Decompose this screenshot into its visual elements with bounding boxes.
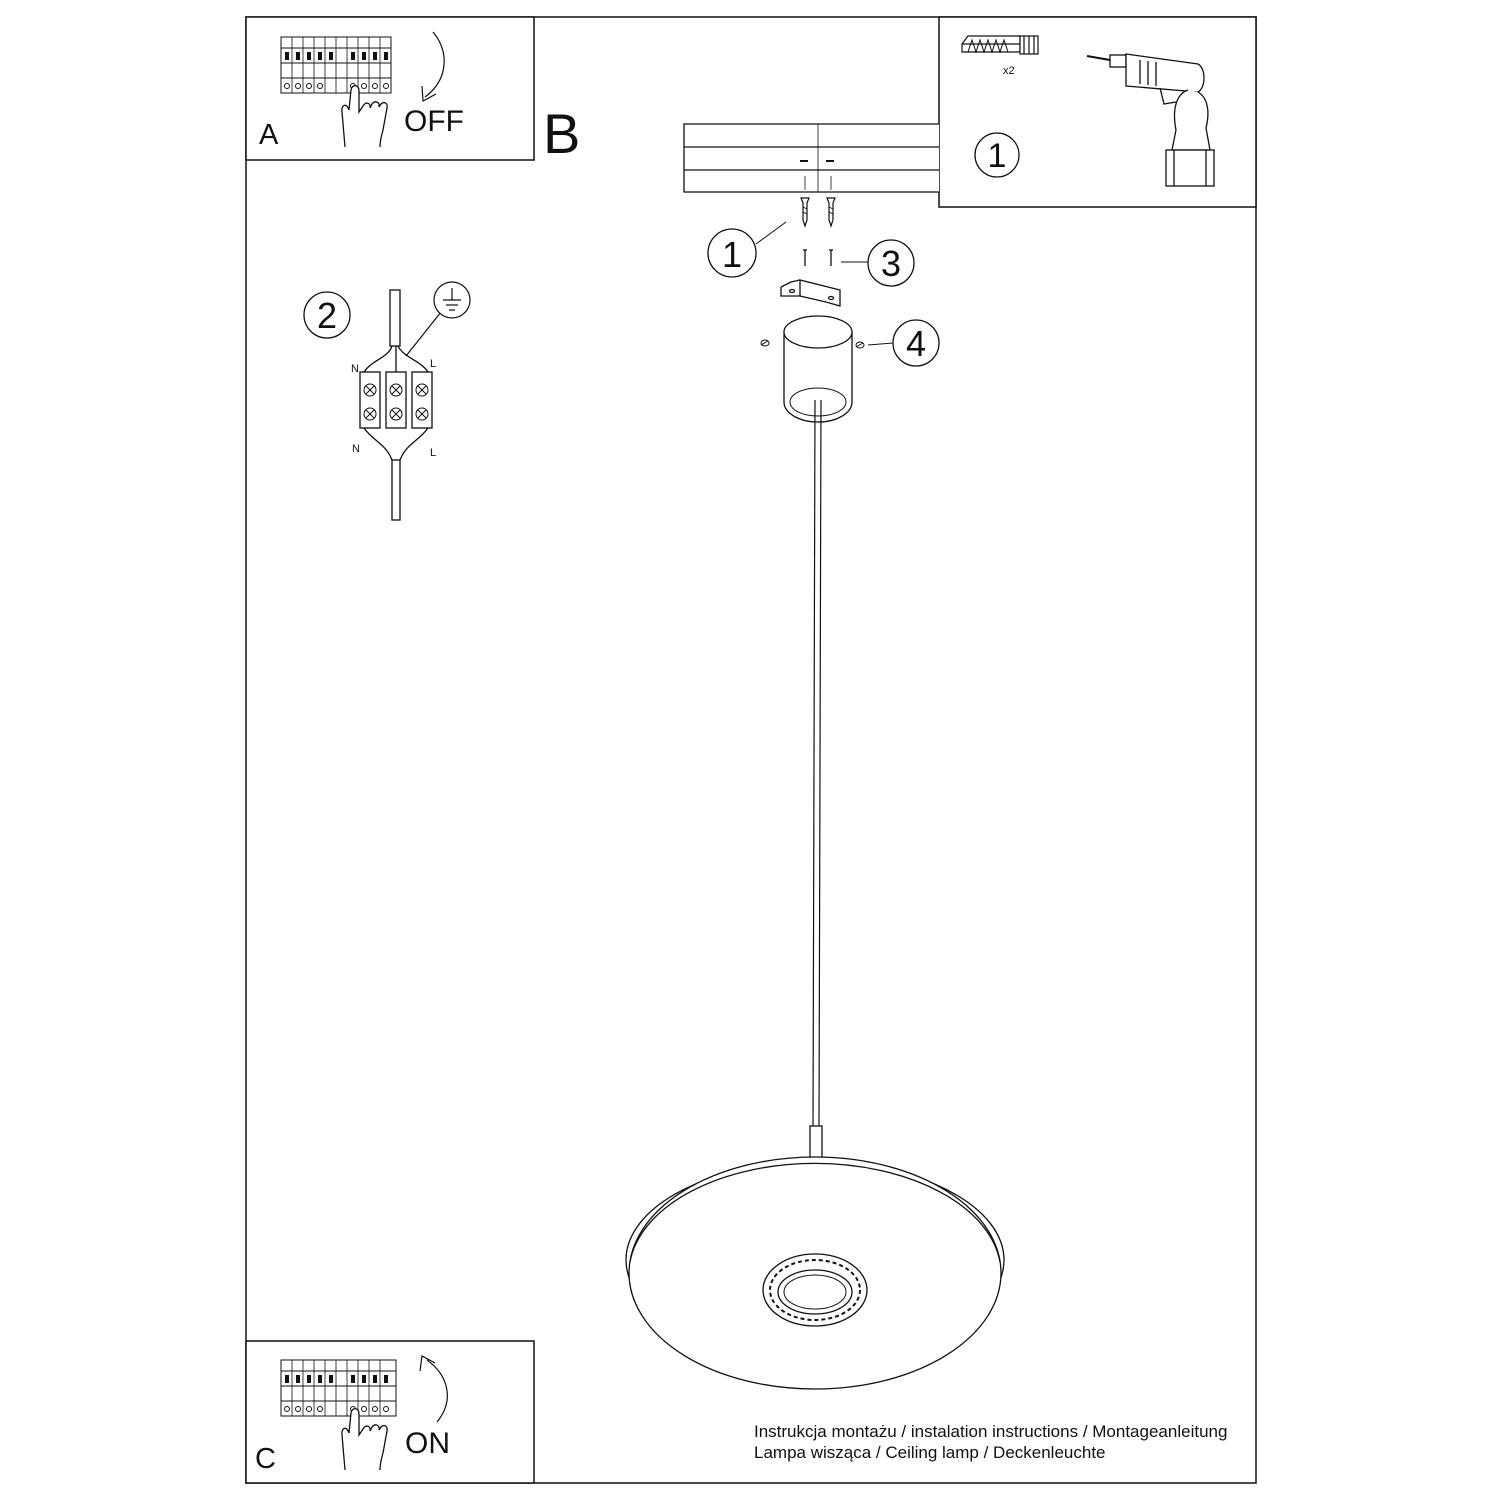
step-marker-side-screws: 4 bbox=[867, 319, 940, 367]
live-label-top: L bbox=[430, 358, 436, 370]
svg-text:3: 3 bbox=[881, 243, 901, 284]
live-label-bottom: L bbox=[430, 447, 436, 459]
mounting-bracket bbox=[780, 279, 841, 307]
ground-icon bbox=[405, 281, 471, 357]
caption-product: Lampa wisząca / Ceiling lamp / Deckenleu… bbox=[754, 1443, 1106, 1462]
lamp-shade bbox=[625, 1125, 1005, 1390]
neutral-label-top: N bbox=[351, 363, 359, 375]
side-screws bbox=[760, 339, 865, 349]
step-marker-drill: 1 bbox=[974, 132, 1020, 178]
off-label: OFF bbox=[404, 105, 464, 138]
breaker-panel-icon bbox=[280, 1359, 397, 1417]
step-marker-plugs: 3 bbox=[841, 239, 915, 287]
step-marker-wiring: 2 bbox=[303, 291, 351, 339]
caption-instructions: Instrukcja montażu / instalation instruc… bbox=[754, 1422, 1228, 1441]
wall-plug-icon bbox=[961, 35, 1039, 55]
svg-text:2: 2 bbox=[317, 295, 337, 336]
panel-a-letter: A bbox=[259, 119, 279, 151]
panel-c-letter: C bbox=[255, 1443, 276, 1475]
suspension-cable bbox=[812, 399, 822, 1127]
panel-a: A OFF bbox=[245, 16, 535, 161]
neutral-label-bottom: N bbox=[352, 443, 360, 455]
ceiling-section bbox=[683, 123, 939, 193]
curved-arrow-down-icon bbox=[421, 31, 445, 102]
svg-text:4: 4 bbox=[906, 323, 926, 364]
ceiling-screws bbox=[800, 176, 836, 228]
panel-b-letter: B bbox=[543, 102, 580, 165]
tools-panel: x2 1 bbox=[938, 16, 1257, 208]
step-marker-screws: 1 bbox=[707, 221, 787, 278]
quantity-label: x2 bbox=[1003, 65, 1015, 77]
sheet-frame bbox=[245, 16, 1257, 1484]
hand-icon bbox=[341, 1407, 388, 1471]
ceiling-canopy bbox=[783, 315, 853, 423]
curved-arrow-up-icon bbox=[419, 1355, 448, 1423]
drill-icon bbox=[1086, 53, 1215, 187]
panel-c: C ON bbox=[245, 1340, 535, 1484]
wiring-detail bbox=[359, 289, 433, 521]
breaker-panel-icon bbox=[280, 36, 392, 94]
on-label: ON bbox=[405, 1427, 450, 1460]
bracket-screws bbox=[803, 249, 833, 266]
hand-icon bbox=[341, 84, 388, 148]
svg-text:1: 1 bbox=[988, 137, 1007, 175]
svg-text:1: 1 bbox=[722, 234, 742, 275]
